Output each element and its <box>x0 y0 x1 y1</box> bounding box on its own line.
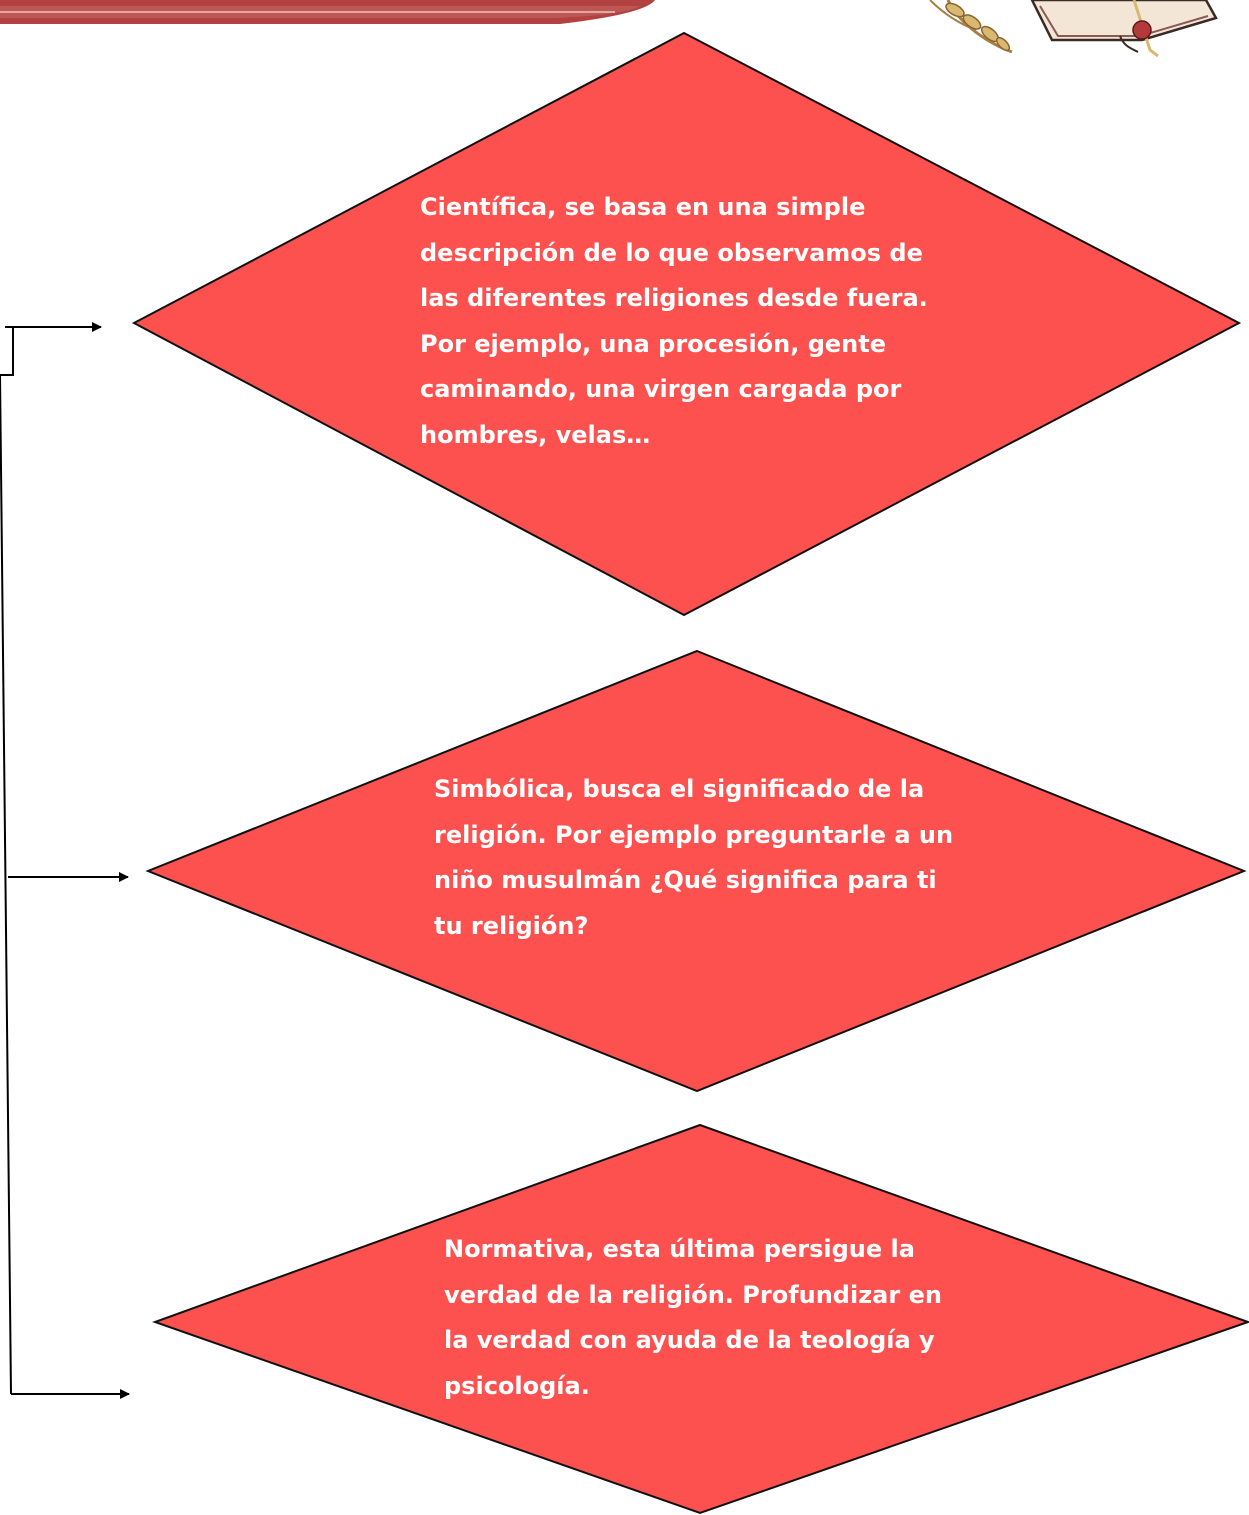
node-line: Normativa, esta última persigue la <box>444 1235 915 1263</box>
wheat-icon <box>929 0 1013 54</box>
node-line: niño musulmán ¿Qué significa para ti <box>434 866 937 894</box>
node-line: religión. Por ejemplo preguntarle a un <box>434 820 954 849</box>
open-book-icon <box>1030 0 1218 58</box>
node-line: la verdad con ayuda de la teología y <box>444 1326 935 1354</box>
node-line: Simbólica, busca el significado de la <box>434 775 925 803</box>
node-line: Por ejemplo, una procesión, gente <box>420 329 887 358</box>
node-line: hombres, velas… <box>420 420 651 449</box>
header-band <box>0 0 655 24</box>
diamond-normativa <box>152 1123 1249 1515</box>
diamond-cientifica <box>131 31 1242 617</box>
node-line: descripción de lo que observamos de <box>420 238 923 267</box>
node-line: psicología. <box>444 1371 590 1400</box>
node-line: las diferentes religiones desde fuera. <box>420 284 928 312</box>
node-text-normativa: Normativa, esta última persigue la verda… <box>444 1227 942 1409</box>
node-line: tu religión? <box>434 911 589 940</box>
node-line: caminando, una virgen cargada por <box>420 375 902 403</box>
connector-trunk-lower <box>0 374 12 1395</box>
node-text-simbolica: Simbólica, busca el significado de la re… <box>434 767 953 949</box>
node-text-cientifica: Científica, se basa en una simple descri… <box>420 185 928 458</box>
connector-trunk <box>0 328 14 376</box>
diamond-simbolica <box>145 649 1247 1093</box>
node-line: Científica, se basa en una simple <box>420 193 866 221</box>
node-line: verdad de la religión. Profundizar en <box>444 1280 942 1309</box>
